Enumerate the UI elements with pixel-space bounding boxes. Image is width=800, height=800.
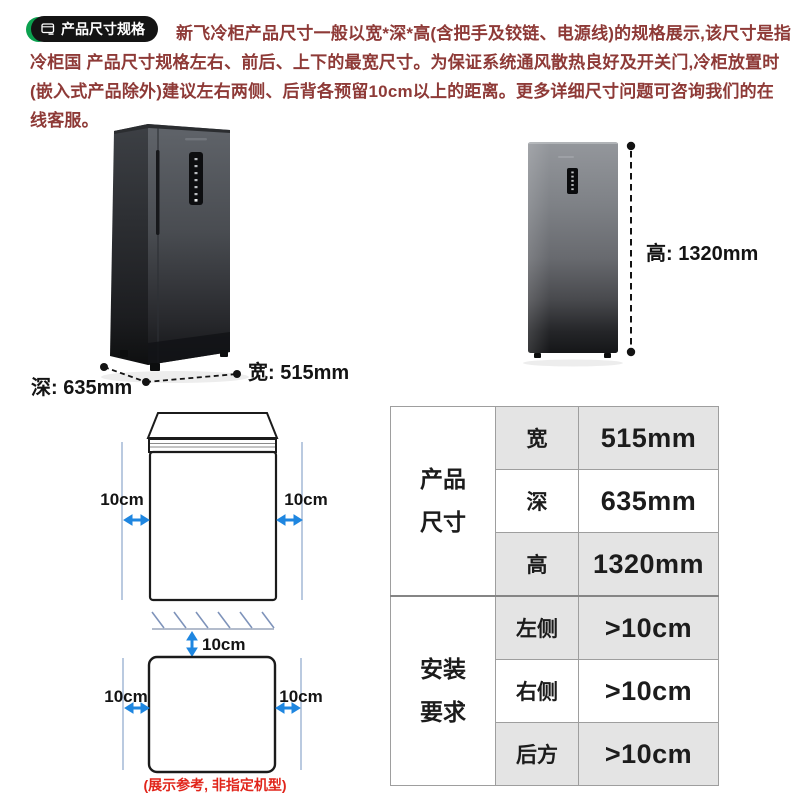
clearance-front-diagram — [121, 412, 303, 602]
freezer-top-edge — [114, 124, 230, 134]
intro-line-3: (嵌入式产品除外)建议左右两侧、后背各预留10cm以上的距离。更多详细尺寸问题可… — [30, 82, 774, 101]
front-right-clearance-label: 10cm — [284, 490, 328, 509]
table-row: 高 1320mm — [391, 532, 719, 597]
spec-sheet-icon — [41, 23, 55, 35]
spec-value: 515mm — [578, 406, 719, 470]
height-dimension-line — [626, 141, 636, 357]
right-clearance-arrow — [275, 702, 301, 714]
spec-key: 左侧 — [495, 595, 579, 660]
right-clearance-arrow — [276, 514, 303, 526]
freezer-front-body — [528, 142, 618, 353]
control-panel — [189, 152, 203, 205]
back-clearance-arrow — [186, 631, 198, 657]
chest-freezer-lid — [146, 412, 279, 439]
product-size-section-label: 产品尺寸 — [390, 406, 496, 597]
top-left-clearance-label: 10cm — [104, 687, 148, 706]
table-row: 后方 >10cm — [391, 722, 719, 786]
left-clearance-arrow — [124, 702, 150, 714]
freezer-top-outline — [147, 655, 277, 774]
spec-value: >10cm — [578, 595, 719, 660]
freezer-feet — [120, 350, 228, 371]
freezer-side-panel — [110, 124, 148, 365]
table-row: 安装要求 左侧 >10cm — [390, 595, 719, 786]
spec-key: 宽 — [495, 406, 579, 470]
spec-value: >10cm — [578, 722, 719, 786]
clearance-diagrams — [121, 412, 303, 774]
spec-value: 635mm — [578, 469, 719, 533]
width-depth-dimension-line — [100, 363, 241, 386]
install-req-section-label: 安装要求 — [390, 595, 496, 786]
reference-caption: (展示参考, 非指定机型) — [143, 777, 287, 793]
intro-line-2: 冷柜国 产品尺寸规格左右、前后、上下的最宽尺寸。为保证系统通风散热良好及开关门,… — [30, 53, 780, 72]
intro-line-1: 新飞冷柜产品尺寸一般以宽*深*高(含把手及铰链、电源线)的规格展示,该尺寸是指 — [176, 24, 792, 43]
section-badge-label: 产品尺寸规格 — [61, 21, 145, 37]
spec-key: 右侧 — [495, 659, 579, 723]
width-dimension-label: 宽: 515mm — [248, 362, 350, 384]
table-row: 右侧 >10cm — [391, 659, 719, 723]
freezer-door — [148, 124, 230, 365]
freezer-front-image — [523, 141, 636, 367]
wall-hatching — [151, 611, 275, 630]
brand-logo-mark — [558, 156, 574, 158]
clearance-top-diagram — [122, 611, 302, 774]
chest-freezer-body — [148, 450, 278, 602]
left-clearance-arrow — [123, 514, 150, 526]
door-handle — [156, 150, 160, 235]
table-row: 深 635mm — [391, 469, 719, 533]
control-panel-indicators — [194, 158, 198, 202]
intro-line-4: 线客服。 — [30, 111, 99, 130]
freezer-feet — [534, 353, 611, 358]
spec-value: >10cm — [578, 659, 719, 723]
spec-key: 深 — [495, 469, 579, 533]
freezer-base — [148, 332, 230, 365]
lid-seam — [148, 438, 277, 453]
spec-table: 产品尺寸 宽 515mm 深 635mm 高 1320mm 安装要求 左侧 >1… — [390, 406, 719, 786]
back-clearance-label: 10cm — [202, 635, 246, 654]
depth-dimension-label: 深: 635mm — [31, 377, 133, 399]
spec-value: 1320mm — [578, 532, 719, 597]
section-badge-pill: 产品尺寸规格 — [31, 16, 158, 42]
freezer-reflection — [523, 359, 623, 367]
front-left-clearance-label: 10cm — [100, 490, 144, 509]
intro-paragraph: 新飞冷柜产品尺寸一般以宽*深*高(含把手及铰链、电源线)的规格展示,该尺寸是指 … — [30, 19, 792, 135]
spec-key: 高 — [495, 532, 579, 597]
top-right-clearance-label: 10cm — [279, 687, 323, 706]
height-dimension-label: 高: 1320mm — [646, 243, 759, 265]
spec-key: 后方 — [495, 722, 579, 786]
brand-logo-mark — [185, 138, 207, 141]
table-row: 产品尺寸 宽 515mm — [390, 406, 719, 597]
control-panel-indicators — [571, 171, 574, 191]
